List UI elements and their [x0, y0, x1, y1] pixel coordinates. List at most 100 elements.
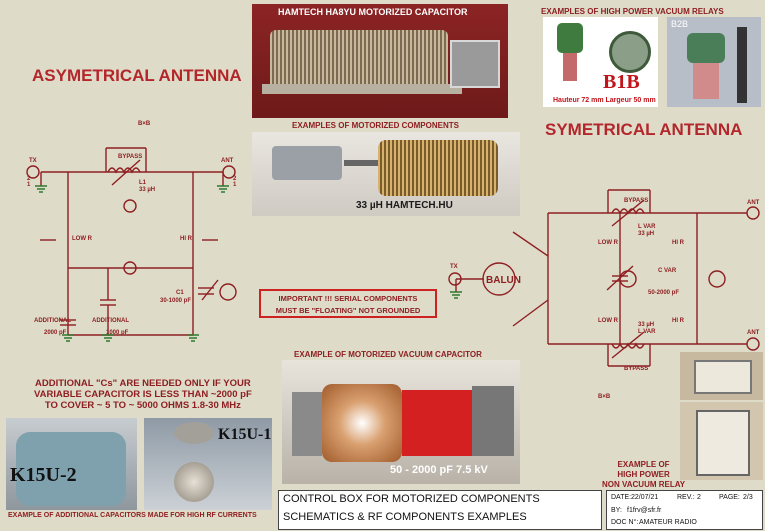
- hamtech-capacitor-photo: HAMTECH HA8YU MOTORIZED CAPACITOR: [252, 4, 508, 118]
- asym-ant-label: ANT: [221, 158, 234, 164]
- page-label: PAGE:: [719, 494, 740, 501]
- important-note-box: IMPORTANT !!! SERIAL COMPONENTS MUST BE …: [259, 289, 437, 318]
- asym-ground-left: [62, 334, 74, 342]
- sym-lvar-top-value: 33 µH: [638, 231, 654, 237]
- additional-capacitors-caption: EXAMPLE OF ADDITIONAL CAPACITORS MADE FO…: [8, 512, 257, 519]
- sym-ant-top-label: ANT: [747, 200, 760, 206]
- sym-balun-top-wire: [512, 231, 549, 257]
- asym-ground-right: [187, 334, 199, 342]
- relay-frame-top: [694, 360, 752, 394]
- balun-circle: [482, 262, 516, 296]
- sym-tx-ground-symbol: [450, 291, 462, 299]
- vacuum-relay-b1b-photo: B1B Hauteur 72 mm Largeur 50 mm: [543, 17, 658, 107]
- motorized-components-caption: EXAMPLES OF MOTORIZED COMPONENTS: [292, 121, 459, 130]
- sym-bypass-top-label: BYPASS: [624, 198, 648, 204]
- coil-winding: [378, 140, 498, 196]
- vc-red-sleeve: [402, 390, 472, 456]
- asym-c1-label: C1: [176, 290, 184, 296]
- sym-bypass-bottom-label: BYPASS: [624, 366, 648, 372]
- sym-coil-bottom-arrow: [611, 331, 645, 359]
- title-block-info: DATE: 22/07/21 REV.: 2 PAGE: 2/3 BY: f1f…: [606, 490, 763, 530]
- vacuum-capacitor-label: 50 - 2000 pF 7.5 kV: [390, 464, 488, 476]
- relay-top: [557, 23, 583, 53]
- coil-shaft: [344, 160, 378, 166]
- asym-additional-right: ADDITIONAL: [92, 318, 129, 324]
- capacitor-plates: [270, 30, 448, 92]
- rev-value: 2: [697, 494, 701, 501]
- motor-block: [450, 40, 500, 88]
- ruler: [737, 27, 747, 103]
- vacuum-relay-b2b-photo: B2B: [667, 17, 761, 107]
- k15u1-label: K15U-1: [218, 426, 272, 443]
- asym-c1-arrow: [201, 279, 219, 301]
- vacuum-capacitor-caption: EXAMPLE OF MOTORIZED VACUUM CAPACITOR: [294, 350, 482, 359]
- k15u1-capacitor-photo: K15U-1: [144, 418, 272, 510]
- sym-antenna-heading: SYMETRICAL ANTENNA: [545, 120, 743, 139]
- asym-hir-label: HI R: [180, 236, 193, 242]
- sym-balun-bottom-wire: [512, 299, 549, 327]
- doc-label: DOC N°:: [611, 519, 639, 526]
- asym-lowr-label: LOW R: [72, 236, 93, 242]
- vc-mount: [292, 392, 322, 456]
- relay-dimensions: Hauteur 72 mm Largeur 50 mm: [553, 97, 656, 104]
- relay-frame-bottom: [696, 410, 750, 476]
- important-line1: IMPORTANT !!! SERIAL COMPONENTS: [278, 294, 418, 303]
- sym-bxb-bottom: B×B: [598, 394, 611, 400]
- sym-hir-top-label: HI R: [672, 240, 685, 246]
- asym-relay-circle-top: [123, 199, 137, 213]
- vc-motor: [472, 386, 514, 456]
- nonvacuum-caption-line2: HIGH POWER: [617, 470, 670, 479]
- sym-cvar-right-connector: [708, 270, 726, 288]
- title-line2: SCHEMATICS & RF COMPONENTS EXAMPLES: [283, 511, 527, 523]
- sym-coil-top-arrow: [611, 199, 645, 227]
- asym-ant-ground-symbol: [217, 185, 229, 193]
- relays-caption: EXAMPLES OF HIGH POWER VACUUM RELAYS: [541, 7, 724, 16]
- sym-coil-bottom: [611, 342, 645, 349]
- page-value: 2/3: [743, 494, 753, 501]
- rev-label: REV.:: [677, 494, 695, 501]
- asym-tx-connector: [26, 165, 40, 179]
- nonvacuum-relay-caption: EXAMPLE OF HIGH POWER NON VACUUM RELAY: [602, 460, 685, 490]
- relay-b1b-label: B1B: [603, 71, 640, 93]
- asym-bypass-label: BYPASS: [118, 154, 142, 160]
- asym-cap-2000-label: 2000 pF: [44, 330, 67, 336]
- k15u1-face: [174, 462, 214, 502]
- nonvacuum-relay-photo-bottom: [680, 402, 763, 480]
- vc-glass: [322, 384, 402, 462]
- by-value: f1frv@sfr.fr: [627, 507, 662, 514]
- asym-tx-ground-symbol: [35, 185, 47, 193]
- additional-cs-line1: ADDITIONAL "Cs" ARE NEEDED ONLY IF YOUR: [34, 378, 251, 389]
- asym-additional-left: ADDITIONAL: [34, 318, 71, 324]
- asym-tx-pin2: 2: [27, 176, 31, 182]
- sym-cvar-left-connector: [619, 270, 637, 288]
- sym-lvar-bottom-value: 33 µH: [638, 322, 654, 328]
- sym-lowr-bottom-label: LOW R: [598, 318, 619, 324]
- b2b-top: [687, 33, 725, 63]
- asym-coil-l1: [107, 167, 141, 174]
- sym-tx-label: TX: [450, 264, 458, 270]
- additional-cs-line3: TO COVER ~ 5 TO ~ 5000 OHMS 1.8-30 MHz: [44, 400, 241, 411]
- additional-cs-note: ADDITIONAL "Cs" ARE NEEDED ONLY IF YOUR …: [34, 378, 252, 411]
- asym-l1-label: L1: [139, 180, 147, 186]
- asym-antenna-heading: ASYMETRICAL ANTENNA: [32, 66, 242, 85]
- balun-label: BALUN: [486, 275, 521, 286]
- k15u1-top: [174, 422, 214, 444]
- doc-value: AMATEUR RADIO: [639, 519, 697, 526]
- asym-ground-center: [102, 334, 114, 342]
- capacitor-base: [262, 84, 462, 94]
- additional-cs-line2: VARIABLE CAPACITOR IS LESS THAN ~2000 pF: [34, 389, 252, 400]
- asym-ant-connector: [222, 165, 236, 179]
- sym-cvar-value: 50-2000 pF: [648, 290, 679, 296]
- sym-lowr-top-label: LOW R: [598, 240, 619, 246]
- sym-ant-bottom-label: ANT: [747, 330, 760, 336]
- k15u2-capacitor-photo: K15U-2: [6, 418, 137, 510]
- coil-motor: [272, 146, 342, 180]
- sym-ant-top-connector: [746, 206, 760, 220]
- date-value: 22/07/21: [631, 494, 659, 501]
- sym-tx-connector: [448, 272, 462, 286]
- title-block-main: CONTROL BOX FOR MOTORIZED COMPONENTS SCH…: [278, 490, 602, 530]
- title-line1: CONTROL BOX FOR MOTORIZED COMPONENTS: [283, 493, 540, 505]
- nonvacuum-caption-line1: EXAMPLE OF: [617, 460, 670, 469]
